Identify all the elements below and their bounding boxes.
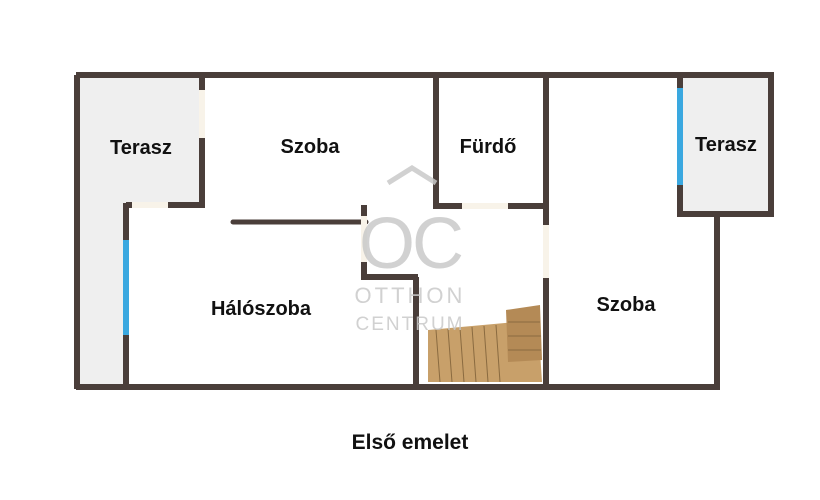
walls: [74, 72, 774, 390]
room-label-room-right: Szoba: [597, 294, 657, 316]
room-label-terrace-right: Terasz: [695, 134, 757, 156]
terrace-floor-left-top: [80, 78, 202, 206]
watermark-logo-letters: OC: [359, 204, 462, 284]
watermark-line1: OTTHON: [355, 283, 466, 308]
floor-plan: OC OTTHON CENTRUM Terasz Szoba Fürdő Ter…: [74, 72, 774, 390]
room-label-bathroom: Fürdő: [460, 136, 517, 158]
room-label-bedroom: Hálószoba: [211, 298, 312, 320]
floor-caption: Első emelet: [351, 431, 469, 454]
windows: [123, 88, 683, 335]
watermark-line2: CENTRUM: [356, 314, 465, 335]
door-openings: [132, 90, 549, 278]
room-label-room-top: Szoba: [281, 136, 341, 158]
staircase: [428, 305, 542, 383]
room-label-terrace-left: Terasz: [110, 137, 172, 159]
otthon-centrum-watermark: OC OTTHON CENTRUM: [355, 165, 466, 335]
terrace-floor-left-bottom: [80, 206, 126, 386]
terrace-floor-right: [680, 78, 773, 216]
